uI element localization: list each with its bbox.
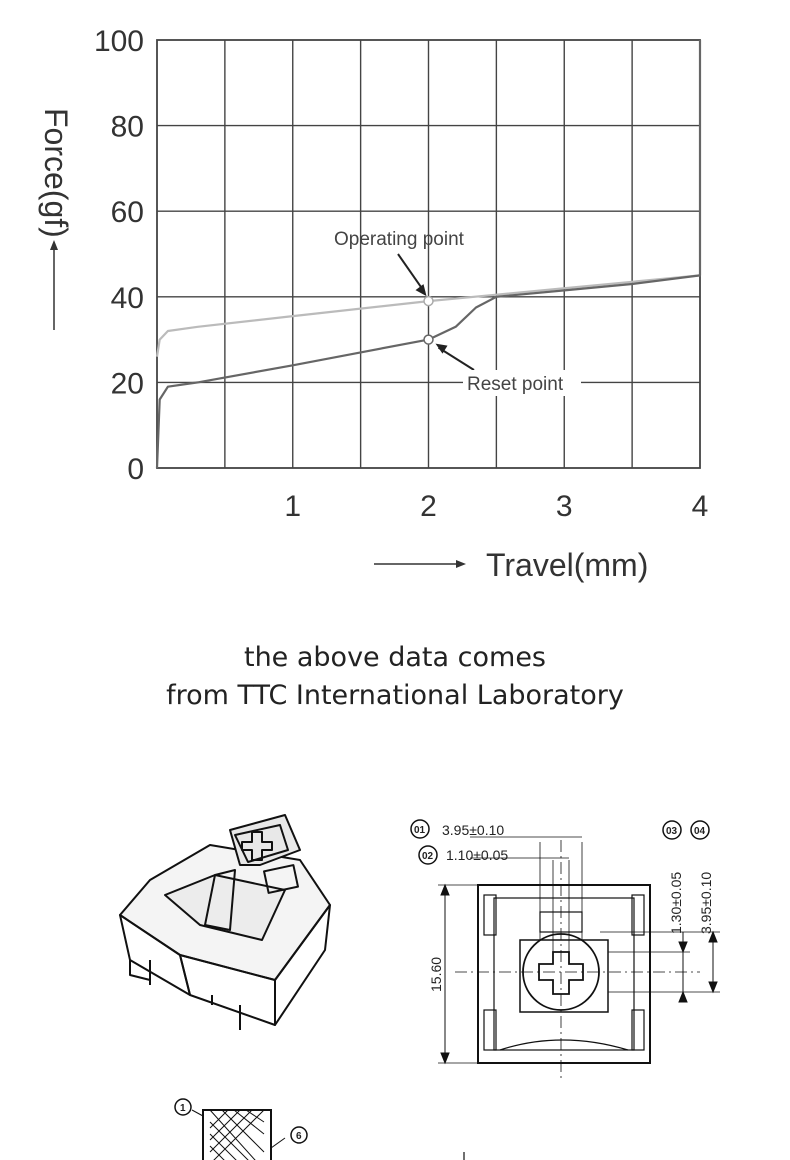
dim-03-value: 1.30±0.05: [668, 872, 684, 934]
switch-drawings: 01 3.95±0.10 02 1.10±0.05 03 04 1.30±0.0…: [119, 814, 720, 1160]
x-axis-label: Travel(mm): [486, 547, 648, 583]
x-tick-label: 3: [556, 490, 573, 523]
callout-6-label: 6: [296, 1131, 302, 1142]
y-tick-label: 60: [111, 196, 144, 229]
switch-isometric-drawing: [119, 814, 331, 1030]
reset-point-arrowhead: [435, 343, 448, 354]
y-tick-label: 80: [111, 111, 144, 144]
operating-point-label: Operating point: [334, 229, 465, 250]
dim-04-marker: [690, 820, 710, 840]
operating-point-marker: [423, 295, 434, 307]
y-tick-label: 20: [111, 367, 144, 400]
operating-point-arrow: [397, 253, 426, 293]
dim-04-value: 3.95±0.10: [698, 872, 714, 934]
reset-point-arrow: [437, 346, 475, 371]
chart-ticks: 0 20 40 60 80 100 1 2 3 4: [94, 25, 708, 523]
y-tick-label: 100: [94, 25, 144, 58]
y-tick-label: 0: [127, 453, 144, 486]
chart-grid: [156, 39, 701, 469]
series-line-1: [155, 274, 701, 357]
dim-01-value: 3.95±0.10: [442, 822, 504, 838]
x-tick-label: 2: [420, 490, 437, 523]
reset-point-label: Reset point: [467, 374, 564, 395]
dim-02-value: 1.10±0.05: [446, 847, 508, 863]
dim-02-label: 02: [422, 851, 434, 862]
series-line-2: [155, 40, 702, 469]
y-axis-label: Force(gf): [38, 108, 74, 238]
dim-03-marker: [662, 820, 682, 840]
caption-line-2: from TTC International Laboratory: [166, 680, 624, 711]
callout-6-marker: [290, 1126, 308, 1144]
callout-1-label: 1: [180, 1103, 186, 1114]
operating-point-arrowhead: [415, 284, 427, 297]
y-axis-arrowhead: [50, 240, 58, 250]
dim-02-marker: [418, 845, 438, 865]
force-travel-chart: 0 20 40 60 80 100 1 2 3 4 Force(gf) Travel(mm) Op…: [38, 25, 708, 583]
x-axis-arrowhead: [456, 560, 466, 568]
chart-series: [155, 40, 702, 469]
dim-04-label: 04: [694, 826, 706, 837]
x-tick-label: 1: [284, 490, 301, 523]
caption-line-1: the above data comes: [243, 642, 546, 673]
reset-point-marker: [423, 334, 434, 345]
dim-03-label: 03: [666, 826, 678, 837]
switch-side-view-drawing: [191, 1109, 465, 1160]
dim-01-label: 01: [414, 825, 426, 836]
switch-top-view-drawing: [438, 836, 720, 1080]
y-tick-label: 40: [111, 282, 144, 315]
reset-point-label-bg: [463, 370, 581, 396]
dim-01-marker: [410, 819, 430, 839]
height-value: 15.60: [428, 957, 444, 992]
callout-1-marker: [174, 1098, 192, 1116]
x-tick-label: 4: [692, 490, 709, 523]
